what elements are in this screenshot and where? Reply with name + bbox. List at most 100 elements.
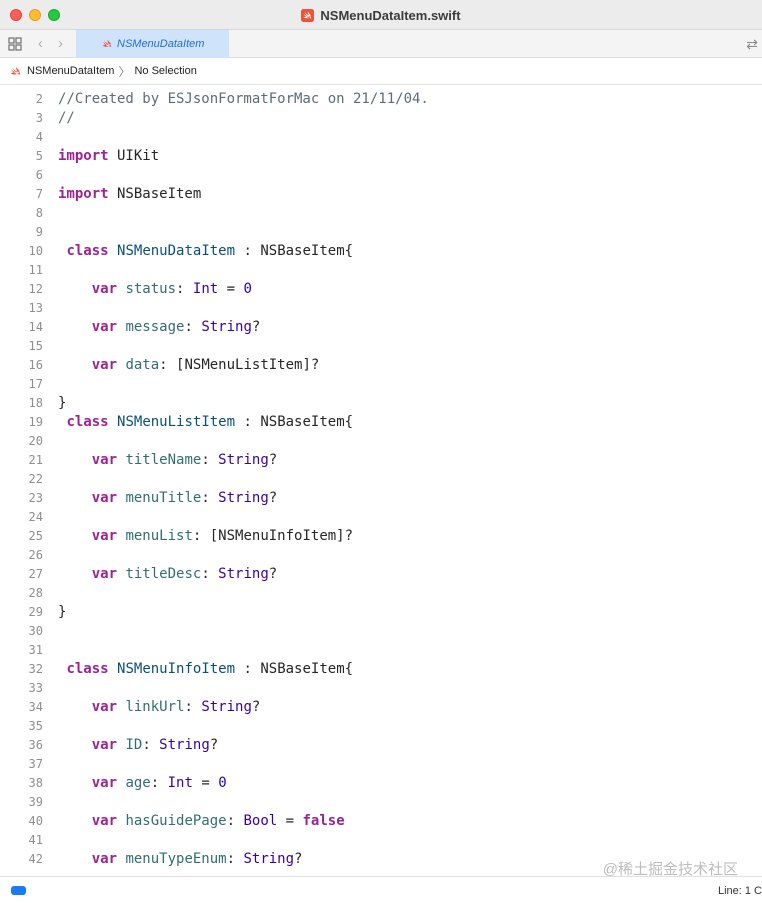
code-text: var ID: String? bbox=[58, 736, 218, 755]
code-token bbox=[58, 490, 92, 506]
code-line[interactable]: 16 var data: [NSMenuListItem]? bbox=[0, 356, 762, 375]
code-token: : bbox=[226, 851, 244, 867]
code-token: UIKit bbox=[108, 148, 160, 164]
line-number: 6 bbox=[35, 168, 43, 182]
line-number: 20 bbox=[28, 434, 43, 448]
minimize-window-button[interactable] bbox=[29, 9, 41, 21]
code-token: menuTitle bbox=[125, 490, 202, 506]
line-number: 2 bbox=[35, 92, 43, 106]
code-line[interactable]: 19 class NSMenuListItem : NSBaseItem{ bbox=[0, 413, 762, 432]
line-number: 22 bbox=[28, 472, 43, 486]
code-line[interactable]: 3// bbox=[0, 109, 762, 128]
code-line[interactable]: 6 bbox=[0, 166, 762, 185]
code-line[interactable]: 40 var hasGuidePage: Bool = false bbox=[0, 812, 762, 831]
code-line[interactable]: 11 bbox=[0, 261, 762, 280]
code-token: String bbox=[201, 699, 252, 715]
code-line[interactable]: 23 var menuTitle: String? bbox=[0, 489, 762, 508]
code-token bbox=[58, 851, 92, 867]
chevron-left-icon[interactable]: ‹ bbox=[38, 35, 43, 52]
code-token: class bbox=[66, 414, 109, 430]
code-line[interactable]: 25 var menuList: [NSMenuInfoItem]? bbox=[0, 527, 762, 546]
code-line[interactable]: 15 bbox=[0, 337, 762, 356]
tab-label: NSMenuDataItem bbox=[117, 38, 205, 50]
code-text: } bbox=[58, 603, 66, 622]
code-token bbox=[58, 699, 92, 715]
code-token bbox=[109, 661, 117, 677]
jumpbar-selection[interactable]: No Selection bbox=[134, 65, 197, 77]
code-token: Int bbox=[167, 775, 193, 791]
code-token: 0 bbox=[243, 281, 252, 297]
code-line[interactable]: 28 bbox=[0, 584, 762, 603]
code-token: : bbox=[184, 699, 202, 715]
code-editor[interactable]: 2//Created by ESJsonFormatForMac on 21/1… bbox=[0, 86, 762, 876]
code-line[interactable]: 22 bbox=[0, 470, 762, 489]
code-token: message bbox=[125, 319, 185, 335]
code-line[interactable]: 14 var message: String? bbox=[0, 318, 762, 337]
code-line[interactable]: 4 bbox=[0, 128, 762, 147]
zoom-window-button[interactable] bbox=[48, 9, 60, 21]
code-line[interactable]: 21 var titleName: String? bbox=[0, 451, 762, 470]
code-token: var bbox=[91, 775, 118, 791]
code-text: class NSMenuDataItem : NSBaseItem{ bbox=[58, 242, 353, 261]
code-token: : bbox=[201, 566, 219, 582]
code-token: titleDesc bbox=[125, 566, 202, 582]
tab-nsmenudataitem[interactable]: NSMenuDataItem bbox=[76, 30, 229, 58]
code-token: linkUrl bbox=[125, 699, 185, 715]
code-line[interactable]: 36 var ID: String? bbox=[0, 736, 762, 755]
code-line[interactable]: 12 var status: Int = 0 bbox=[0, 280, 762, 299]
code-line[interactable]: 39 bbox=[0, 793, 762, 812]
code-line[interactable]: 8 bbox=[0, 204, 762, 223]
code-line[interactable]: 17 bbox=[0, 375, 762, 394]
code-token: false bbox=[302, 813, 345, 829]
code-line[interactable]: 35 bbox=[0, 717, 762, 736]
code-line[interactable]: 9 bbox=[0, 223, 762, 242]
line-number: 9 bbox=[35, 225, 43, 239]
code-line[interactable]: 42 var menuTypeEnum: String? bbox=[0, 850, 762, 869]
code-line[interactable]: 32 class NSMenuInfoItem : NSBaseItem{ bbox=[0, 660, 762, 679]
code-line[interactable]: 10 class NSMenuDataItem : NSBaseItem{ bbox=[0, 242, 762, 261]
code-line[interactable]: 30 bbox=[0, 622, 762, 641]
grid-icon[interactable] bbox=[8, 37, 22, 51]
code-text: var hasGuidePage: Bool = false bbox=[58, 812, 345, 831]
code-token: var bbox=[91, 319, 118, 335]
code-token: Bool bbox=[243, 813, 278, 829]
code-token: : [NSMenuListItem]? bbox=[159, 357, 320, 373]
line-number: 17 bbox=[28, 377, 43, 391]
code-line[interactable]: 24 bbox=[0, 508, 762, 527]
code-text: class NSMenuListItem : NSBaseItem{ bbox=[58, 413, 353, 432]
code-line[interactable]: 27 var titleDesc: String? bbox=[0, 565, 762, 584]
code-line[interactable]: 34 var linkUrl: String? bbox=[0, 698, 762, 717]
line-number: 23 bbox=[28, 491, 43, 505]
code-token: } bbox=[58, 604, 67, 620]
code-line[interactable]: 41 bbox=[0, 831, 762, 850]
code-token: ? bbox=[209, 737, 219, 753]
line-number: 42 bbox=[28, 852, 43, 866]
code-token: String bbox=[218, 566, 269, 582]
code-line[interactable]: 33 bbox=[0, 679, 762, 698]
debug-area-toggle-icon[interactable] bbox=[11, 886, 26, 895]
chevron-right-icon[interactable]: › bbox=[58, 35, 63, 52]
close-window-button[interactable] bbox=[10, 9, 22, 21]
window-title: NSMenuDataItem.swift bbox=[0, 0, 762, 30]
code-line[interactable]: 37 bbox=[0, 755, 762, 774]
jumpbar-file[interactable]: NSMenuDataItem bbox=[27, 65, 115, 77]
code-line[interactable]: 38 var age: Int = 0 bbox=[0, 774, 762, 793]
code-token bbox=[109, 243, 117, 259]
code-line[interactable]: 2//Created by ESJsonFormatForMac on 21/1… bbox=[0, 90, 762, 109]
swap-arrows-icon[interactable]: ⇄ bbox=[746, 36, 758, 52]
code-token: : bbox=[176, 281, 193, 297]
line-number: 8 bbox=[35, 206, 43, 220]
code-line[interactable]: 20 bbox=[0, 432, 762, 451]
code-token: ? bbox=[268, 452, 278, 468]
line-number: 24 bbox=[28, 510, 43, 524]
code-line[interactable]: 29} bbox=[0, 603, 762, 622]
code-line[interactable]: 26 bbox=[0, 546, 762, 565]
code-line[interactable]: 13 bbox=[0, 299, 762, 318]
line-number: 21 bbox=[28, 453, 43, 467]
code-line[interactable]: 18} bbox=[0, 394, 762, 413]
code-line[interactable]: 31 bbox=[0, 641, 762, 660]
code-token: 0 bbox=[218, 775, 227, 791]
swift-icon bbox=[102, 39, 112, 47]
